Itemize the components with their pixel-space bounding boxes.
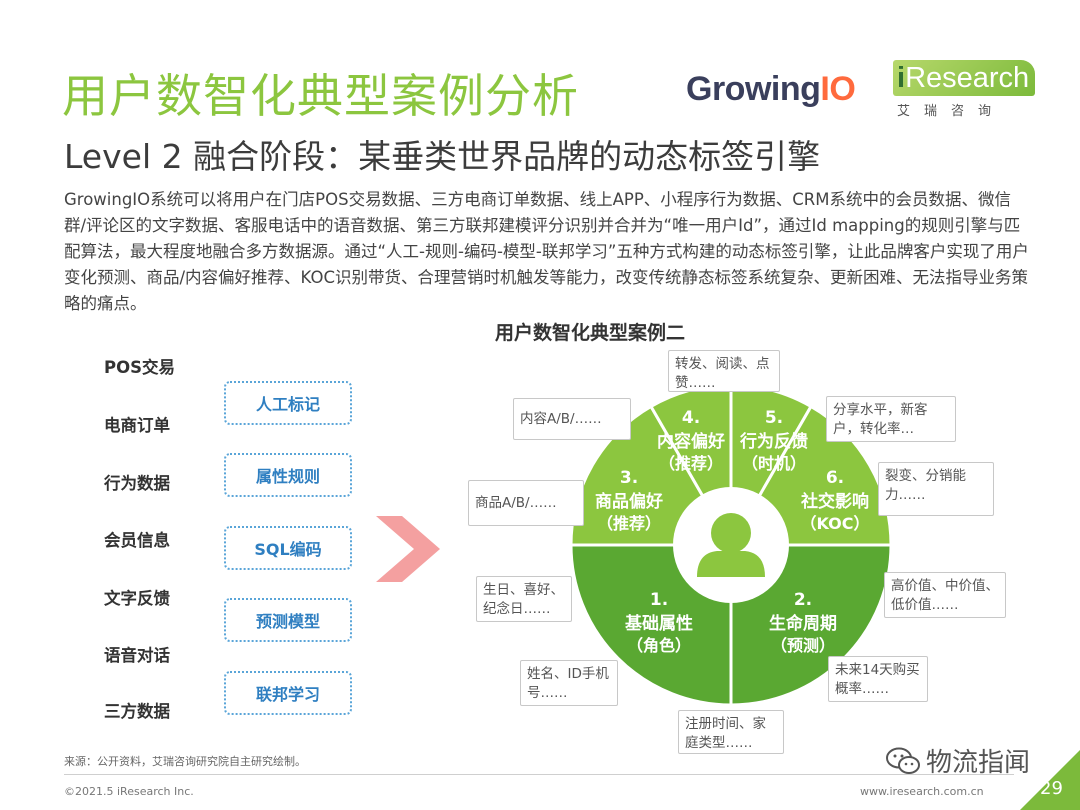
footer-divider [64,774,1014,775]
note-share: 分享水平，新客户，转化率… [826,396,956,442]
method-manual: 人工标记 [224,381,352,425]
iresearch-logo-main: iResearch [893,60,1036,96]
segment-4-line1: 内容偏好 [657,431,725,452]
wechat-icon [886,747,920,774]
source-note: 来源：公开资料，艾瑞咨询研究院自主研究绘制。 [64,755,306,768]
chevron-right-icon [376,516,440,582]
corner-decoration [1020,750,1080,810]
source-text: 文字反馈 [104,589,170,608]
segment-3-line2: （推荐） [597,514,661,533]
segment-5-line2: （时机） [742,454,806,473]
segment-1-line1: 基础属性 [624,613,693,634]
segment-5-num: 5. [765,408,783,428]
tag-wheel: 4. 内容偏好 （推荐） 5. 行为反馈 （时机） 3. 商品偏好 （推荐） 6… [569,383,893,707]
segment-2-line2: （预测） [771,636,835,655]
growingio-logo-io: IO [820,70,856,108]
method-model: 预测模型 [224,598,352,642]
source-behavior: 行为数据 [104,474,170,493]
segment-6-num: 6. [826,468,844,488]
method-rule: 属性规则 [224,453,352,497]
source-third-party: 三方数据 [104,702,170,721]
iresearch-logo-cn: 艾瑞咨询 [897,104,1006,119]
watermark: 物流指闻 [886,742,1030,779]
source-ecommerce: 电商订单 [104,416,170,435]
note-birthday: 生日、喜好、纪念日…… [476,576,572,622]
segment-3-num: 3. [620,468,638,488]
source-member: 会员信息 [104,531,170,550]
segment-4-line2: （推荐） [659,454,723,473]
user-icon [697,513,765,577]
segment-5-line1: 行为反馈 [739,431,808,452]
note-register: 注册时间、家庭类型…… [678,710,784,754]
segment-3-line1: 商品偏好 [595,491,663,512]
note-name-id: 姓名、ID手机号…… [520,660,618,706]
segment-2-num: 2. [794,590,812,610]
note-value: 高价值、中价值、低价值…… [884,572,1006,618]
page-number: 29 [1040,778,1063,799]
iresearch-logo: iResearch 艾瑞咨询 [893,58,1036,120]
iresearch-logo-research: Research [905,62,1030,94]
segment-1-num: 1. [650,590,668,610]
description-paragraph: GrowingIO系统可以将用户在门店POS交易数据、三方电商订单数据、线上AP… [64,190,1029,313]
method-federated: 联邦学习 [224,671,352,715]
segment-4-num: 4. [682,408,700,428]
segment-2-line1: 生命周期 [769,613,837,634]
method-sql: SQL编码 [224,526,352,570]
website-url: www.iresearch.com.cn [860,785,984,798]
source-voice: 语音对话 [104,646,170,665]
note-product-ab: 商品A/B/…… [468,480,584,526]
growingio-logo: GrowingIO [686,70,856,109]
segment-6-line2: （KOC） [800,514,869,533]
note-fission: 裂变、分销能力…… [878,462,994,516]
watermark-text: 物流指闻 [926,748,1031,778]
growingio-logo-growing: Growing [686,70,821,108]
page-subtitle: Level 2 融合阶段：某垂类世界品牌的动态标签引擎 [64,137,821,176]
source-pos: POS交易 [104,358,176,377]
page-title: 用户数智化典型案例分析 [62,69,579,123]
diagram-title: 用户数智化典型案例二 [494,322,685,344]
iresearch-logo-i: i [897,62,906,94]
copyright: ©2021.5 iResearch Inc. [64,785,194,798]
note-content-ab: 内容A/B/…… [513,398,631,440]
segment-6-line1: 社交影响 [800,491,869,512]
note-forward: 转发、阅读、点赞…… [668,350,780,392]
segment-1-line2: （角色） [627,636,691,655]
note-future: 未来14天购买概率…… [828,656,928,702]
